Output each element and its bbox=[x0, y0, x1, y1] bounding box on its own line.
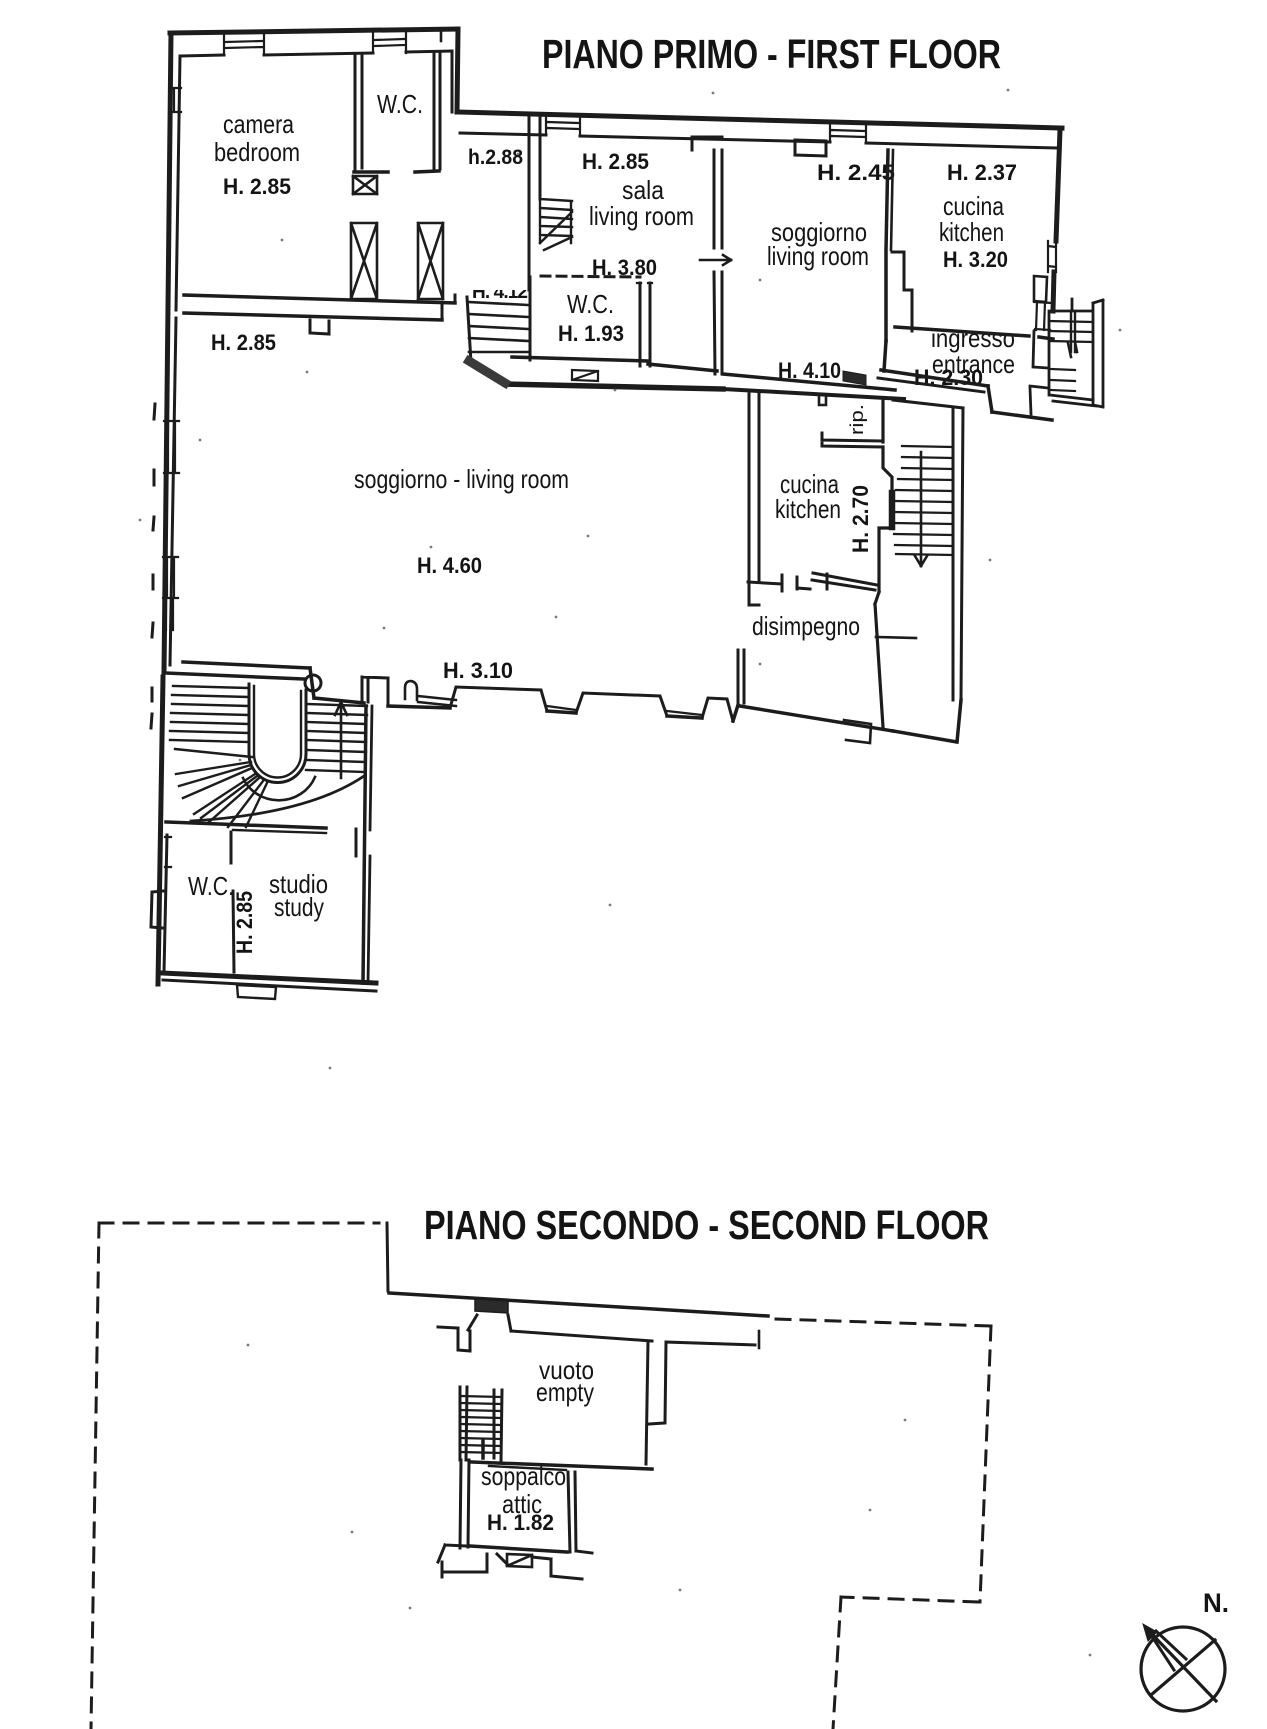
svg-text:H. 2.85: H. 2.85 bbox=[582, 149, 649, 174]
svg-text:kitchen: kitchen bbox=[775, 494, 841, 524]
svg-text:studio: studio bbox=[269, 869, 328, 899]
svg-text:H. 2.70: H. 2.70 bbox=[848, 485, 873, 553]
svg-text:H. 2.85: H. 2.85 bbox=[232, 891, 257, 954]
svg-text:N.: N. bbox=[1203, 1588, 1229, 1618]
svg-text:soggiorno - living room: soggiorno - living room bbox=[354, 464, 569, 494]
svg-text:H. 1.82: H. 1.82 bbox=[487, 1510, 554, 1535]
svg-text:bedroom: bedroom bbox=[214, 137, 300, 167]
svg-text:camera: camera bbox=[223, 109, 294, 139]
svg-text:disimpegno: disimpegno bbox=[752, 611, 860, 641]
svg-text:attic: attic bbox=[502, 1489, 542, 1519]
svg-text:cucina: cucina bbox=[943, 191, 1004, 221]
svg-text:empty: empty bbox=[536, 1377, 594, 1407]
svg-text:W.C.: W.C. bbox=[377, 89, 423, 119]
svg-text:PIANO PRIMO - FIRST FLOOR: PIANO PRIMO - FIRST FLOOR bbox=[542, 31, 1001, 77]
svg-text:living room: living room bbox=[589, 201, 694, 231]
svg-text:W.C.: W.C. bbox=[567, 289, 614, 319]
svg-text:W.C.: W.C. bbox=[188, 871, 234, 901]
svg-text:soggiorno: soggiorno bbox=[771, 217, 867, 247]
svg-text:living room: living room bbox=[767, 241, 869, 271]
svg-text:H. 2.85: H. 2.85 bbox=[223, 174, 291, 199]
svg-text:kitchen: kitchen bbox=[939, 217, 1004, 247]
svg-text:ingresso: ingresso bbox=[931, 323, 1015, 353]
svg-text:sala: sala bbox=[622, 175, 664, 205]
svg-text:H. 2.37: H. 2.37 bbox=[947, 160, 1017, 185]
svg-text:entrance: entrance bbox=[932, 349, 1015, 379]
svg-text:H. 2.45: H. 2.45 bbox=[817, 160, 895, 185]
svg-text:study: study bbox=[274, 892, 324, 922]
svg-text:cucina: cucina bbox=[780, 469, 839, 499]
svg-text:H. 4.60: H. 4.60 bbox=[417, 553, 482, 578]
svg-text:rip.: rip. bbox=[847, 404, 867, 435]
svg-text:H. 3.10: H. 3.10 bbox=[443, 658, 513, 683]
svg-text:H. 2.85: H. 2.85 bbox=[211, 330, 276, 355]
svg-text:h.2.88: h.2.88 bbox=[468, 146, 523, 169]
svg-text:PIANO SECONDO - SECOND FLOOR: PIANO SECONDO - SECOND FLOOR bbox=[424, 1202, 989, 1248]
svg-text:vuoto: vuoto bbox=[539, 1355, 594, 1385]
svg-text:H. 1.93: H. 1.93 bbox=[558, 321, 624, 346]
svg-text:H. 3.20: H. 3.20 bbox=[943, 247, 1008, 272]
